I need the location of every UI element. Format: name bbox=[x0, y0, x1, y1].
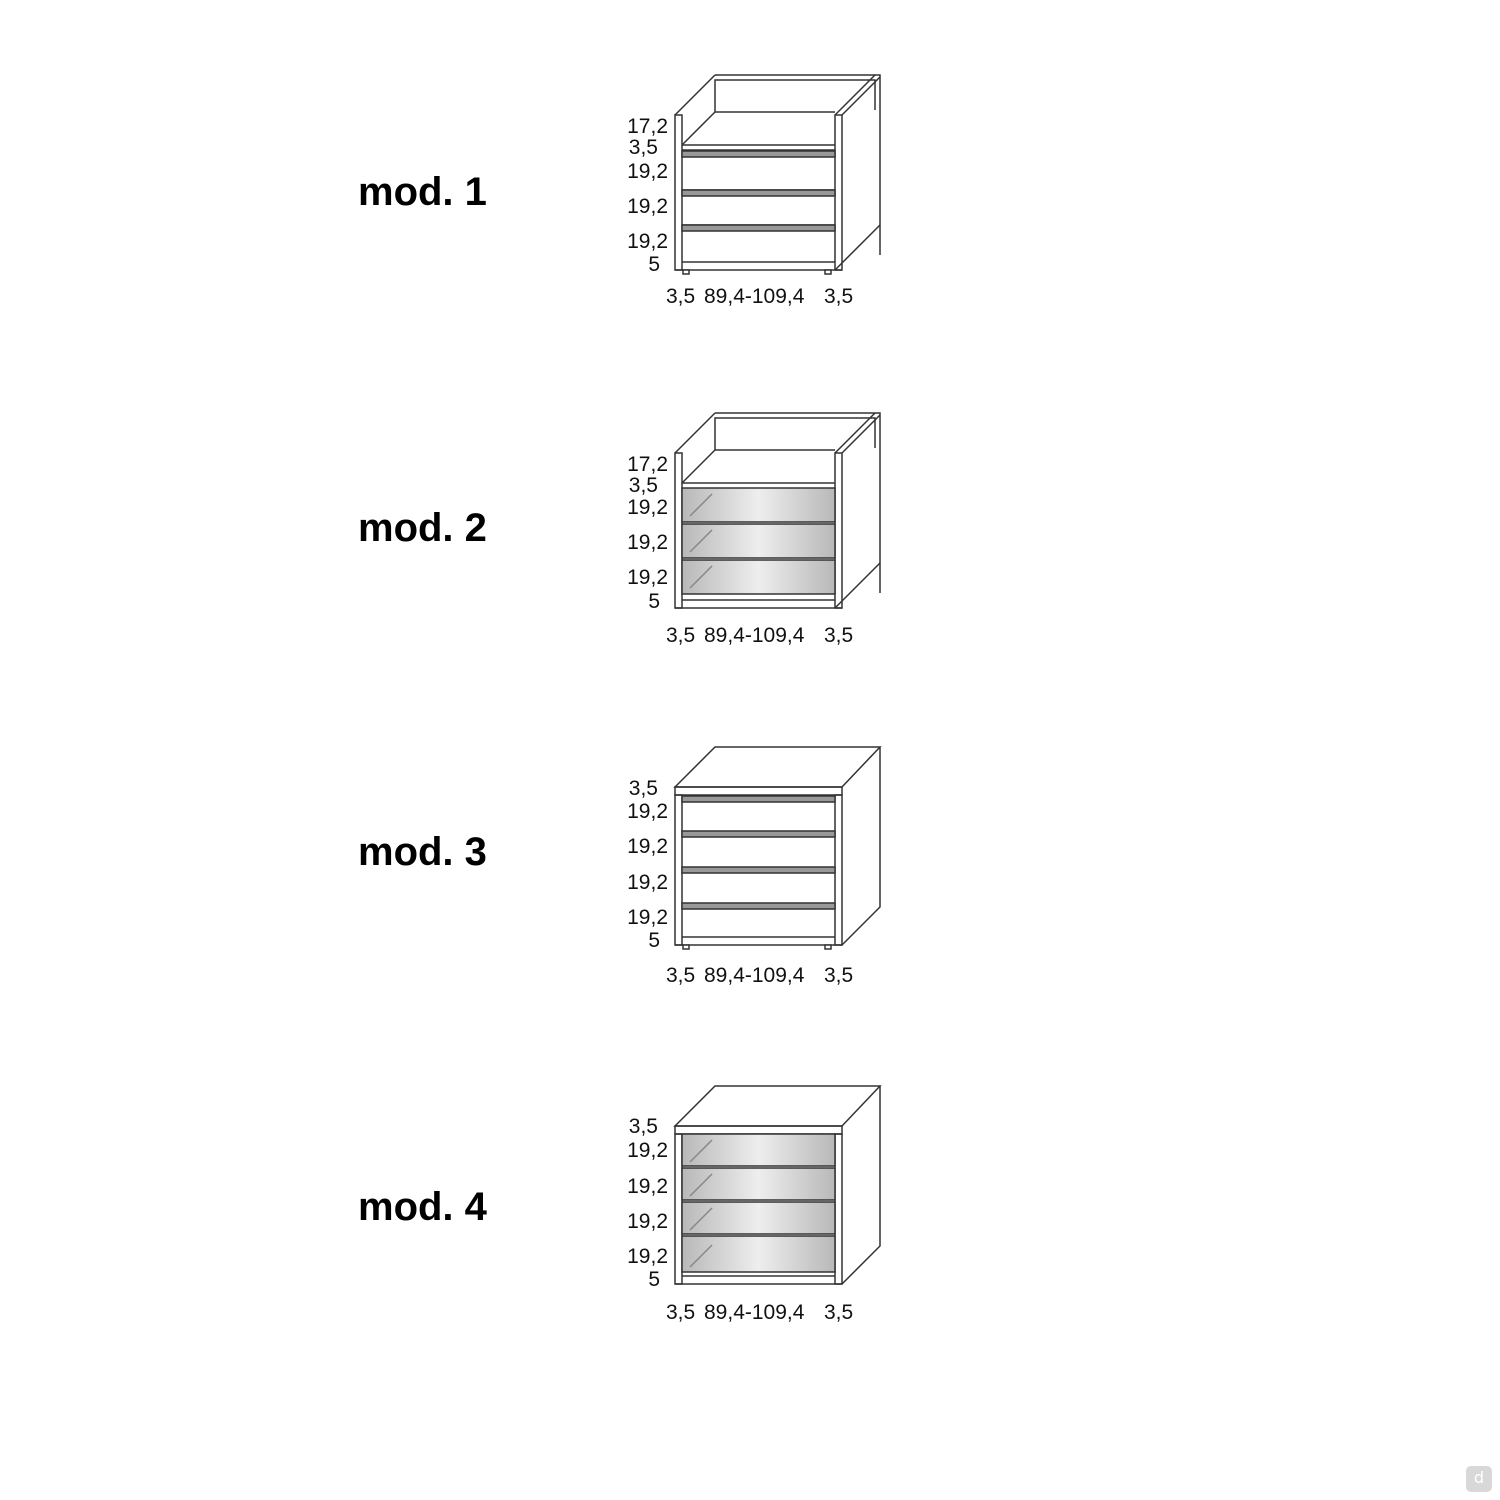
dim-left-side: 3,5 bbox=[666, 624, 696, 647]
dim-width: 89,4-109,4 bbox=[704, 285, 805, 308]
model-2: mod. 2 bbox=[0, 398, 1500, 698]
dim-drawer-1: 19,2 bbox=[627, 496, 668, 519]
model-label: mod. 1 bbox=[358, 170, 487, 214]
dim-drawer-4: 19,2 bbox=[627, 906, 668, 929]
watermark-logo: d bbox=[1466, 1466, 1492, 1492]
dim-top: 17,2 bbox=[627, 453, 668, 476]
dim-width: 89,4-109,4 bbox=[704, 964, 805, 987]
model-label: mod. 4 bbox=[358, 1185, 487, 1229]
dim-top-panel: 3,5 bbox=[628, 136, 658, 159]
drawer-unit-open-top-solid bbox=[674, 74, 881, 275]
dim-top-panel: 3,5 bbox=[628, 777, 658, 800]
dim-drawer-3: 19,2 bbox=[627, 566, 668, 589]
dim-top: 17,2 bbox=[627, 115, 668, 138]
dim-drawer-3: 19,2 bbox=[627, 230, 668, 253]
dim-drawer-3: 19,2 bbox=[627, 871, 668, 894]
dim-drawer-2: 19,2 bbox=[627, 1175, 668, 1198]
dim-drawer-1: 19,2 bbox=[627, 160, 668, 183]
dim-left-side: 3,5 bbox=[666, 285, 696, 308]
drawer-unit-open-top-glass bbox=[674, 412, 881, 609]
dim-drawer-4: 19,2 bbox=[627, 1245, 668, 1268]
model-4: mod. 4 3,5 19,2 19,2 bbox=[0, 1071, 1500, 1371]
dim-top-panel: 3,5 bbox=[628, 474, 658, 497]
dim-width: 89,4-109,4 bbox=[704, 624, 805, 647]
dim-drawer-1: 19,2 bbox=[627, 1139, 668, 1162]
drawer-unit-closed-top-solid bbox=[673, 746, 882, 950]
model-1: mod. 1 bbox=[0, 60, 1500, 360]
dim-base: 5 bbox=[648, 253, 660, 276]
dim-left-side: 3,5 bbox=[666, 964, 696, 987]
dim-right-side: 3,5 bbox=[824, 964, 854, 987]
model-label: mod. 2 bbox=[358, 506, 487, 550]
dim-drawer-1: 19,2 bbox=[627, 800, 668, 823]
dim-drawer-3: 19,2 bbox=[627, 1210, 668, 1233]
dim-left-side: 3,5 bbox=[666, 1301, 696, 1324]
dim-drawer-2: 19,2 bbox=[627, 531, 668, 554]
dim-drawer-2: 19,2 bbox=[627, 835, 668, 858]
model-label: mod. 3 bbox=[358, 830, 487, 874]
dim-base: 5 bbox=[648, 590, 660, 613]
drawer-unit-closed-top-glass bbox=[673, 1085, 882, 1285]
dim-width: 89,4-109,4 bbox=[704, 1301, 805, 1324]
dim-base: 5 bbox=[648, 1268, 660, 1291]
dim-right-side: 3,5 bbox=[824, 1301, 854, 1324]
dim-drawer-2: 19,2 bbox=[627, 195, 668, 218]
dim-right-side: 3,5 bbox=[824, 624, 854, 647]
dim-base: 5 bbox=[648, 929, 660, 952]
model-3: mod. 3 3,5 19,2 19,2 19,2 19,2 5 3,5 89,… bbox=[0, 732, 1500, 1032]
dim-right-side: 3,5 bbox=[824, 285, 854, 308]
dim-top-panel: 3,5 bbox=[628, 1115, 658, 1138]
